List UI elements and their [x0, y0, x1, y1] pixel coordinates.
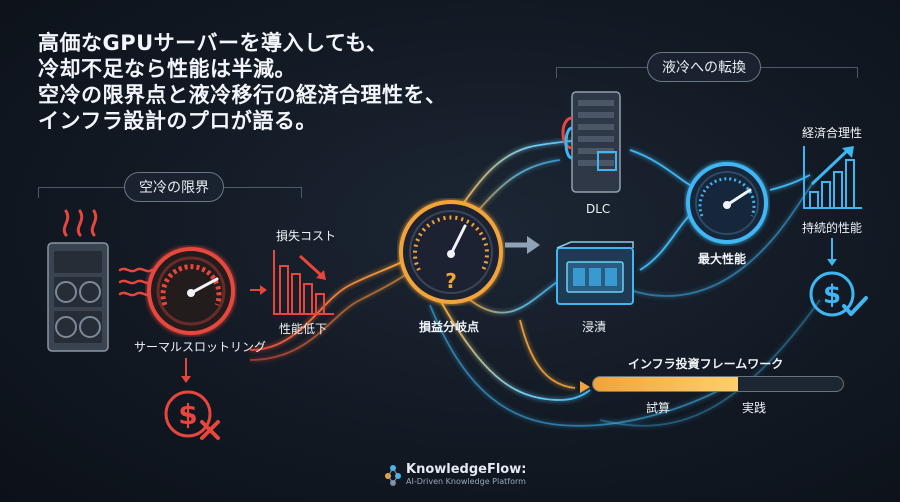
- speedometer-icon: ?: [399, 200, 503, 304]
- flow-line: [249, 261, 403, 351]
- flow-line: [439, 299, 591, 401]
- arrow-head: [527, 236, 540, 254]
- flow-line: [249, 274, 406, 361]
- breakeven-label: 損益分岐点: [419, 320, 480, 334]
- dollar-check-icon: $: [809, 271, 868, 317]
- bar-chart-decline-icon: [273, 250, 334, 315]
- server-rack-icon: [47, 209, 109, 352]
- immersion-label: 浸漬: [582, 320, 607, 334]
- flow-line: [629, 179, 816, 297]
- dollar-cross-icon: $: [164, 390, 220, 440]
- brand-logo: KnowledgeFlow: AI-Driven Knowledge Platf…: [384, 462, 526, 486]
- headline: 高価なGPUサーバーを導入しても、 冷却不足なら性能は半減。 空冷の限界点と液冷…: [38, 30, 447, 134]
- flow-line: [769, 174, 811, 191]
- arrow-head: [580, 381, 590, 393]
- headline-line-1: 高価なGPUサーバーを導入しても、: [38, 31, 388, 55]
- bar-chart-growth-icon: [803, 146, 862, 209]
- speedometer-icon: [147, 247, 235, 335]
- sustained-performance-label: 持続的性能: [802, 221, 863, 235]
- breakeven-question-mark: ?: [445, 269, 457, 293]
- svg-text:$: $: [178, 398, 197, 431]
- arrow-head: [260, 285, 267, 295]
- section-title-air-cooling: 空冷の限界: [124, 172, 224, 202]
- brand-tagline: AI-Driven Knowledge Platform: [406, 477, 526, 486]
- arrow-head: [827, 259, 837, 266]
- headline-line-3: 空冷の限界点と液冷移行の経済合理性を、: [38, 83, 447, 107]
- performance-drop-label: 性能低下: [279, 322, 328, 336]
- framework-progress-fill: [593, 377, 738, 391]
- framework-stage-estimate: 試算: [646, 401, 671, 415]
- flow-line: [629, 149, 691, 186]
- thermal-throttling-label: サーマルスロットリング: [134, 340, 267, 354]
- dlc-label: DLC: [586, 202, 611, 216]
- speedometer-icon: [686, 162, 768, 244]
- heat-wave-icon: [118, 267, 154, 297]
- brand-name: KnowledgeFlow:: [406, 462, 527, 477]
- loss-cost-label: 損失コスト: [276, 229, 337, 243]
- headline-line-4: インフラ設計のプロが語る。: [38, 109, 317, 133]
- framework-stage-practice: 実践: [742, 401, 767, 415]
- flow-line: [639, 214, 691, 271]
- flow-line: [469, 279, 561, 314]
- arrow-head: [181, 376, 191, 383]
- server-tower-icon: [561, 91, 621, 193]
- headline-line-2: 冷却不足なら性能は半減。: [38, 57, 296, 81]
- section-title-liquid-cooling: 液冷への転換: [647, 52, 761, 82]
- svg-text:$: $: [823, 280, 841, 310]
- framework-progress-bar: [592, 376, 844, 392]
- max-performance-label: 最大性能: [698, 252, 747, 266]
- framework-title: インフラ投資フレームワーク: [628, 357, 784, 371]
- brand-logo-icon: [385, 465, 401, 486]
- economic-rationality-label: 経済合理性: [802, 126, 863, 140]
- flow-line: [429, 304, 721, 427]
- immersion-tank-icon: [556, 241, 634, 305]
- flow-line: [599, 299, 821, 427]
- flow-line: [519, 319, 576, 389]
